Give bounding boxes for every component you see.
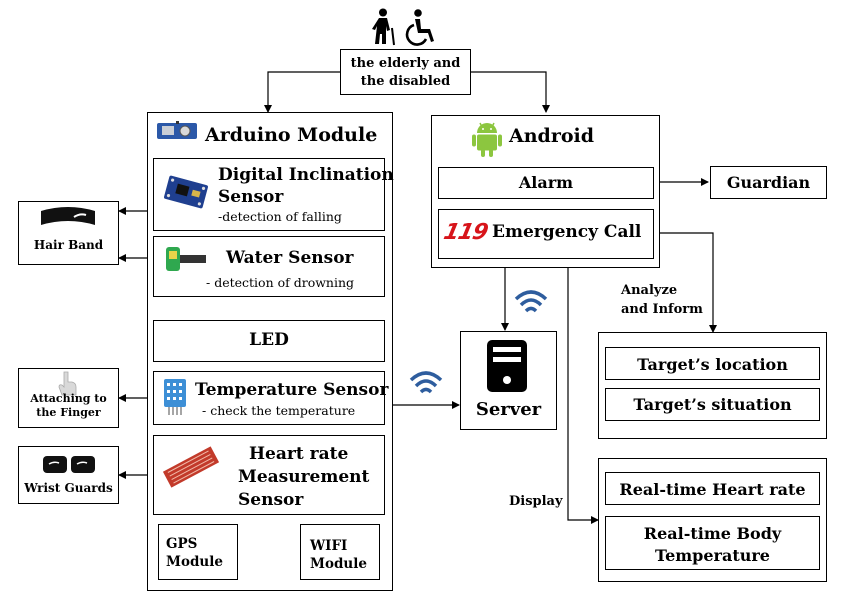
emergency-call-label: Emergency Call [492, 222, 642, 242]
wrist-guards-icon [43, 456, 95, 473]
arduino-title: Arduino Module [205, 124, 378, 146]
inclination-sensor-icon [164, 175, 208, 209]
water-sensor-title: Water Sensor [226, 248, 354, 268]
server-label: Server [475, 399, 542, 420]
wifi-module-label-line1: WIFI [310, 538, 348, 554]
wifi-module-box [300, 524, 380, 580]
wrist-guards-label: Wrist Guards [24, 481, 113, 495]
android-title: Android [509, 125, 595, 147]
user-box [340, 49, 471, 95]
arrow-emergency-target [654, 232, 717, 333]
wheelchair-icon [405, 9, 434, 46]
heart-rate-title-line1: Heart rate [249, 444, 349, 464]
target-situation-box [605, 388, 820, 421]
realtime-temperature-line2: Temperature [655, 546, 770, 565]
arrow-user-android [464, 68, 550, 113]
guardian-box [710, 166, 827, 199]
alarm-box [438, 167, 654, 199]
arduino-board-icon [157, 121, 197, 139]
temperature-sensor-desc: - check the temperature [202, 403, 356, 418]
analyze-label-line2: and Inform [621, 302, 703, 317]
gps-label-line2: Module [166, 554, 223, 570]
heart-rate-title-line3: Sensor [238, 490, 304, 510]
led-box [153, 320, 385, 362]
realtime-heart-label: Real-time Heart rate [619, 480, 806, 499]
realtime-temperature-box [605, 516, 820, 570]
temperature-sensor-icon [164, 379, 186, 415]
alarm-label: Alarm [518, 173, 574, 192]
water-sensor-desc: - detection of drowning [206, 275, 355, 290]
finger-label-line1: Attaching to [30, 392, 107, 405]
user-label-line2: the disabled [360, 74, 451, 89]
finger-label-line2: the Finger [36, 406, 101, 419]
arrow-user-arduino [264, 68, 347, 113]
emergency-119-logo: 119 [441, 220, 490, 245]
wifi-module-label-line2: Module [310, 556, 367, 572]
inclination-desc: -detection of falling [218, 209, 342, 224]
realtime-heart-box [605, 472, 820, 505]
user-label-line1: the elderly and [350, 56, 461, 71]
temperature-sensor-title: Temperature Sensor [195, 380, 389, 400]
display-label: Display [509, 494, 563, 509]
finger-box [18, 368, 119, 428]
wrist-guards-box [18, 446, 119, 504]
arrow-display-realtime [567, 268, 599, 524]
hair-band-icon [41, 207, 95, 225]
temperature-sensor-box [153, 371, 385, 425]
led-label: LED [249, 330, 289, 350]
gps-label-line1: GPS [166, 536, 198, 552]
heart-rate-title-line2: Measurement [238, 467, 370, 487]
heart-rate-sensor-icon [162, 446, 220, 488]
gps-module-box [158, 524, 238, 580]
server-icon [487, 340, 527, 392]
hair-band-label: Hair Band [33, 238, 104, 252]
inclination-title-line2: Sensor [218, 187, 284, 207]
water-sensor-icon [166, 247, 206, 271]
target-location-box [605, 347, 820, 380]
target-location-label: Target’s location [637, 355, 788, 374]
wifi-arduino-server-icon [409, 371, 443, 394]
elderly-person-icon [372, 8, 395, 46]
water-sensor-box [153, 236, 385, 297]
analyze-label-line1: Analyze [621, 283, 678, 298]
wifi-android-server-icon [514, 290, 548, 313]
android-icon [472, 122, 502, 157]
emergency-call-box [438, 209, 654, 259]
guardian-label: Guardian [726, 173, 811, 192]
realtime-temperature-line1: Real-time Body [643, 524, 782, 543]
finger-icon [58, 371, 77, 396]
target-situation-label: Target’s situation [633, 395, 792, 414]
inclination-title-line1: Digital Inclination [218, 165, 394, 185]
